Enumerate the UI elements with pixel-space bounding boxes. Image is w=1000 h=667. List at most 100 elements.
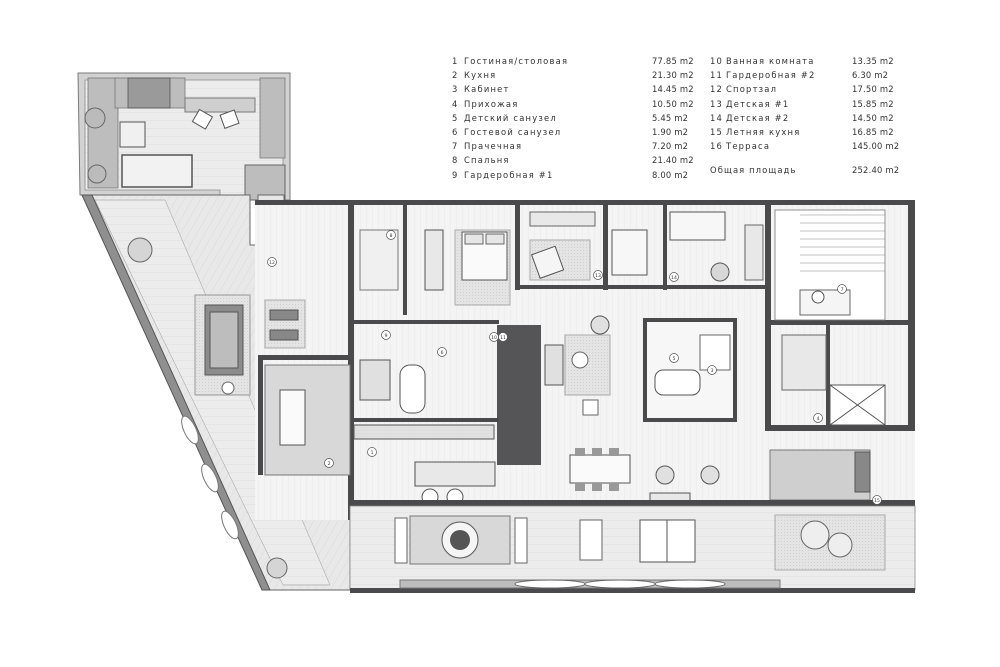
legend-row: 4 Прихожая 10.50 m2 bbox=[452, 97, 694, 111]
legend-row: 8 Спальня 21.40 m2 bbox=[452, 153, 694, 167]
legend-row: 7 Прачечная 7.20 m2 bbox=[452, 139, 688, 153]
room-name: Ванная комната bbox=[726, 56, 815, 66]
room-name: Гостиная/столовая bbox=[464, 56, 569, 66]
room-marker-label: 11 bbox=[500, 335, 506, 341]
room-number: 13 bbox=[710, 98, 724, 109]
room-name: Гардеробная #2 bbox=[726, 70, 816, 81]
room-name: Кабинет bbox=[464, 84, 510, 95]
room-name: Детская #1 bbox=[726, 98, 790, 109]
room-name: Спортзал bbox=[726, 84, 778, 95]
room-marker-label: 6 bbox=[441, 350, 444, 356]
room-area: 7.20 m2 bbox=[652, 141, 689, 152]
room-marker-circle bbox=[437, 347, 447, 357]
legend-row: 3 Кабинет 14.45 m2 bbox=[452, 82, 694, 96]
legend-row: 1 Гостиная/столовая 77.85 m2 bbox=[452, 54, 694, 68]
legend-row: 5 Детский санузел 5.45 m2 bbox=[452, 111, 688, 125]
room-marker-circle bbox=[498, 332, 508, 342]
room-marker-label: 15 bbox=[874, 498, 880, 504]
room-marker-label: 7 bbox=[841, 287, 844, 293]
room-marker-label: 14 bbox=[671, 275, 677, 281]
room-number: 1 bbox=[452, 56, 459, 66]
room-marker-label: 12 bbox=[269, 260, 275, 266]
room-area: 8.00 m2 bbox=[652, 169, 689, 180]
room-marker-label: 3 bbox=[711, 368, 714, 374]
room-area: 10.50 m2 bbox=[652, 98, 694, 109]
room-number: 15 bbox=[710, 127, 724, 137]
room-number: 3 bbox=[452, 84, 459, 95]
room-number: 16 bbox=[710, 141, 724, 152]
room-name: Гардеробная #1 bbox=[464, 169, 554, 180]
room-area: 16.85 m2 bbox=[852, 127, 894, 137]
room-marker-circle bbox=[707, 365, 717, 375]
room-marker-label: 5 bbox=[673, 356, 676, 362]
total-area-value: 252.40 m2 bbox=[852, 165, 900, 175]
total-area-row: Общая площадь 252.40 m2 bbox=[710, 165, 910, 179]
room-area: 15.85 m2 bbox=[852, 98, 894, 109]
room-name: Терраса bbox=[726, 141, 771, 152]
apartment bbox=[255, 200, 915, 520]
room-marker-circle bbox=[267, 257, 277, 267]
room-number: 10 bbox=[710, 56, 724, 66]
room-marker-label: 13 bbox=[595, 273, 601, 279]
room-marker-label: 2 bbox=[328, 461, 331, 467]
room-number: 5 bbox=[452, 112, 459, 123]
room-area: 6.30 m2 bbox=[852, 70, 889, 81]
room-name: Гостевой санузел bbox=[464, 127, 562, 137]
room-marker-circle bbox=[367, 447, 377, 457]
room-number: 11 bbox=[710, 70, 724, 81]
room-number: 14 bbox=[710, 112, 724, 123]
room-area: 77.85 m2 bbox=[652, 56, 694, 66]
room-area: 1.90 m2 bbox=[652, 127, 689, 137]
room-number: 4 bbox=[452, 98, 459, 109]
room-name: Прихожая bbox=[464, 98, 519, 109]
room-name: Детский санузел bbox=[464, 112, 557, 123]
legend-row: 9 Гардеробная #1 8.00 m2 bbox=[452, 168, 688, 182]
room-marker-label: 8 bbox=[390, 233, 393, 239]
room-name: Летняя кухня bbox=[726, 127, 801, 137]
room-marker-circle bbox=[813, 413, 823, 423]
room-area: 21.40 m2 bbox=[652, 155, 694, 166]
room-number: 8 bbox=[452, 155, 459, 166]
room-area: 17.50 m2 bbox=[852, 84, 894, 95]
room-area: 14.50 m2 bbox=[852, 112, 894, 123]
room-marker-circle bbox=[381, 330, 391, 340]
room-area: 14.45 m2 bbox=[652, 84, 694, 95]
room-marker-circle bbox=[386, 230, 396, 240]
room-number: 2 bbox=[452, 70, 459, 81]
total-area-label: Общая площадь bbox=[710, 165, 797, 175]
legend-column-1: 1 Гостиная/столовая 77.85 m2 2 Кухня 21.30 m2… bbox=[452, 54, 694, 184]
room-marker-circle bbox=[669, 353, 679, 363]
bottom-terrace bbox=[349, 505, 916, 593]
room-marker-circle bbox=[324, 458, 334, 468]
room-marker-label: 4 bbox=[817, 416, 820, 422]
room-number: 6 bbox=[452, 127, 459, 137]
room-name: Спальня bbox=[464, 155, 510, 166]
room-marker-label: 10 bbox=[491, 335, 497, 341]
room-marker-circle bbox=[837, 284, 847, 294]
room-area: 145.00 m2 bbox=[852, 141, 900, 152]
room-number: 12 bbox=[710, 84, 724, 95]
legend-row: 6 Гостевой санузел 1.90 m2 bbox=[452, 125, 688, 139]
room-marker-circle bbox=[593, 270, 603, 280]
room-name: Прачечная bbox=[464, 141, 523, 152]
room-marker-circle bbox=[872, 495, 882, 505]
room-marker-circle bbox=[669, 272, 679, 282]
room-name: Кухня bbox=[464, 70, 497, 81]
room-number: 9 bbox=[452, 169, 459, 180]
room-marker-label: 9 bbox=[385, 333, 388, 339]
room-number: 7 bbox=[452, 141, 459, 152]
room-area: 5.45 m2 bbox=[652, 112, 689, 123]
room-name: Детская #2 bbox=[726, 112, 790, 123]
room-marker-label: 1 bbox=[371, 450, 374, 456]
room-area: 21.30 m2 bbox=[652, 70, 694, 81]
